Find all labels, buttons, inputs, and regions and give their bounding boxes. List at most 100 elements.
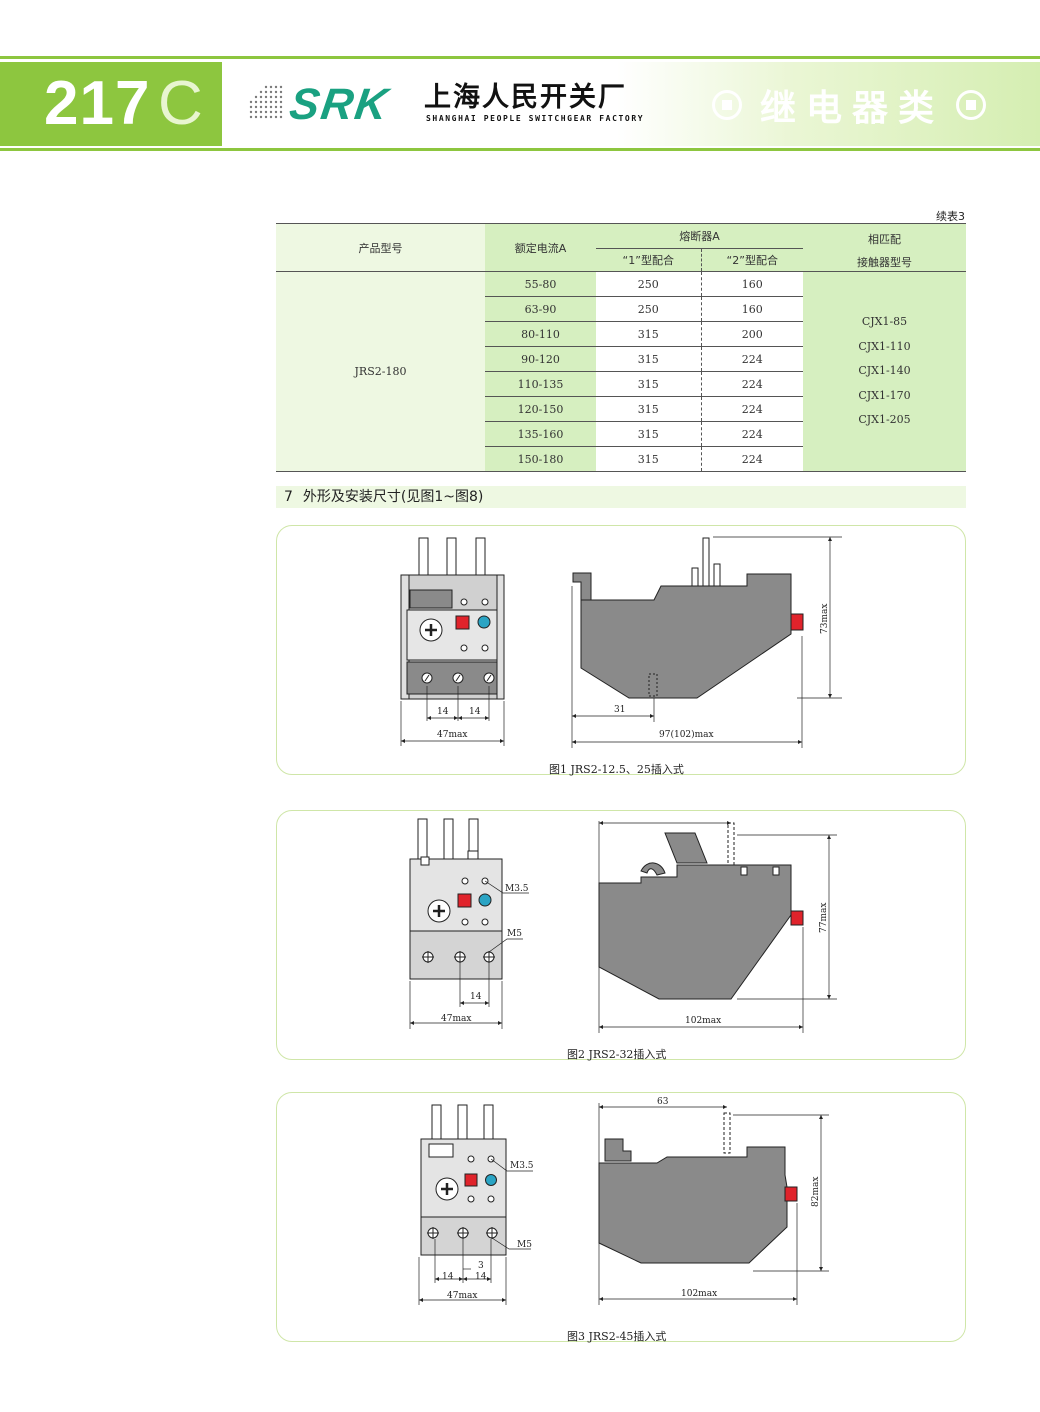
dim-screw-bottom: M5 (507, 929, 522, 939)
rated-current-cell: 120-150 (485, 396, 596, 422)
contactor-model: CJX1-205 (858, 413, 911, 427)
dim-pitch-a: 14 (442, 1272, 454, 1282)
figure-caption: 图3 JRS2-45插入式 (567, 1330, 667, 1343)
brand-logo: SRK (286, 80, 393, 129)
dim-width: 47max (447, 1291, 477, 1301)
page-number: 217 (44, 69, 151, 138)
header-rule-bottom (0, 148, 1040, 151)
side-dimensions (598, 1103, 829, 1305)
page-number-block (0, 62, 222, 146)
front-view (400, 537, 505, 700)
fuse-type2-cell: 224 (701, 346, 803, 372)
figure-2: M3.5 M5 14 47max 102max 77max 图2 JRS2-32… (276, 810, 966, 1061)
header-rated-current: 额定电流A (485, 223, 596, 272)
dim-screw-bottom: M5 (517, 1240, 532, 1250)
contactor-model: CJX1-170 (858, 388, 911, 402)
dim-top-offset: 63 (657, 1097, 669, 1107)
continued-label: 续表3 (936, 210, 965, 223)
header-product-model: 产品型号 (276, 223, 485, 272)
dim-height: 73max (820, 604, 830, 634)
rated-current-cell: 80-110 (485, 321, 596, 347)
dim-pitch-a: 14 (437, 707, 449, 717)
figure-caption: 图1 JRS2-12.5、25插入式 (549, 763, 684, 776)
dim-height: 82max (811, 1177, 821, 1207)
fuse-type1-cell: 315 (596, 346, 702, 372)
fuse-type2-cell: 160 (701, 296, 803, 322)
dim-width: 47max (437, 730, 467, 740)
contactor-model: CJX1-110 (858, 339, 911, 353)
fuse-type1-cell: 250 (596, 271, 702, 297)
header-band (226, 62, 1040, 146)
figure-1-drawing: 14 14 47max 31 97(102)max 73max (400, 536, 842, 748)
logo-dots-icon (249, 85, 283, 119)
dim-length: 97(102)max (659, 729, 714, 740)
side-view (572, 537, 804, 699)
rated-current-cell: 150-180 (485, 446, 596, 472)
dim-pitch: 14 (470, 992, 482, 1002)
fuse-type2-cell: 160 (701, 271, 803, 297)
fuse-type1-cell: 315 (596, 371, 702, 397)
table-row: JRS2-180 55-80 250 160 CJX1-85 CJX1-110 … (276, 271, 966, 472)
table-row: 63-90 250 160 (276, 296, 966, 322)
table-row: 120-150 315 224 (276, 396, 966, 422)
side-view (598, 822, 804, 1000)
header-fuse-type1: “1”型配合 (596, 248, 702, 272)
rated-current-cell: 90-120 (485, 346, 596, 372)
fuse-type1-cell: 315 (596, 421, 702, 447)
contactor-list: CJX1-85 CJX1-110 CJX1-140 CJX1-170 CJX1-… (803, 271, 966, 472)
dim-offset: 31 (614, 705, 625, 715)
fuse-type2-cell: 200 (701, 321, 803, 347)
spec-table: 产品型号 额定电流A 熔断器A 相匹配 “1”型配合 “2”型配合 接触器型号 … (276, 223, 966, 472)
figure-1: 14 14 47max 31 97(102)max 73max 图1 JRS2-… (276, 525, 966, 776)
front-dimensions (400, 686, 505, 746)
company-name-en: SHANGHAI PEOPLE SWITCHGEAR FACTORY (426, 114, 645, 123)
front-view (420, 1104, 507, 1256)
contactor-model: CJX1-140 (858, 364, 911, 378)
category-text: 继电器类 (760, 88, 945, 129)
fuse-type2-cell: 224 (701, 396, 803, 422)
side-dimensions (571, 536, 842, 748)
table-row: 80-110 315 200 (276, 321, 966, 347)
product-model: JRS2-180 (276, 271, 485, 472)
header-fuse: 熔断器A (596, 223, 803, 249)
fuse-type1-cell: 250 (596, 296, 702, 322)
category-bullet-icon (712, 90, 742, 120)
section-number: 7 (284, 489, 293, 505)
dim-screw-top: M3.5 (505, 884, 529, 894)
dim-height: 77max (819, 903, 829, 933)
dim-length: 102max (681, 1289, 717, 1299)
table-row: 90-120 315 224 (276, 346, 966, 372)
side-dimensions (598, 820, 837, 1033)
fuse-type2-cell: 224 (701, 421, 803, 447)
fuse-type1-cell: 315 (596, 446, 702, 472)
table-row: 150-180 315 224 (276, 446, 966, 472)
fuse-type2-cell: 224 (701, 371, 803, 397)
fuse-type1-cell: 315 (596, 396, 702, 422)
figure-3-drawing: M3.5 M5 3 14 14 47max 63 102max 82max (418, 1097, 829, 1305)
dim-screw-top: M3.5 (510, 1161, 534, 1171)
figure-2-drawing: M3.5 M5 14 47max 102max 77max (409, 818, 837, 1033)
dim-width: 47max (441, 1014, 471, 1024)
dim-pitch-b: 14 (475, 1272, 487, 1282)
rated-current-cell: 110-135 (485, 371, 596, 397)
dim-pitch-b: 14 (469, 707, 481, 717)
side-view (598, 1112, 798, 1264)
category-bullet-icon (956, 90, 987, 120)
section-text: 外形及安装尺寸(见图1~图8) (302, 489, 484, 505)
dim-small: 3 (478, 1261, 484, 1271)
rated-current-cell: 135-160 (485, 421, 596, 447)
fuse-type2-cell: 224 (701, 446, 803, 472)
table-row: 110-135 315 224 (276, 371, 966, 397)
rated-current-cell: 63-90 (485, 296, 596, 322)
section-title: 7 外形及安装尺寸(见图1~图8) (276, 486, 966, 508)
figure-caption: 图2 JRS2-32插入式 (567, 1048, 667, 1061)
fuse-type1-cell: 315 (596, 321, 702, 347)
header-contactor-line2: 接触器型号 (803, 248, 966, 272)
company-name-cn: 上海人民开关厂 (424, 82, 627, 113)
category-label: 继电器类 (712, 84, 987, 129)
table-row: 135-160 315 224 (276, 421, 966, 447)
dim-length: 102max (685, 1016, 721, 1026)
page-letter: C (158, 69, 203, 138)
front-view (409, 818, 503, 980)
header-fuse-type2: “2”型配合 (701, 248, 803, 272)
